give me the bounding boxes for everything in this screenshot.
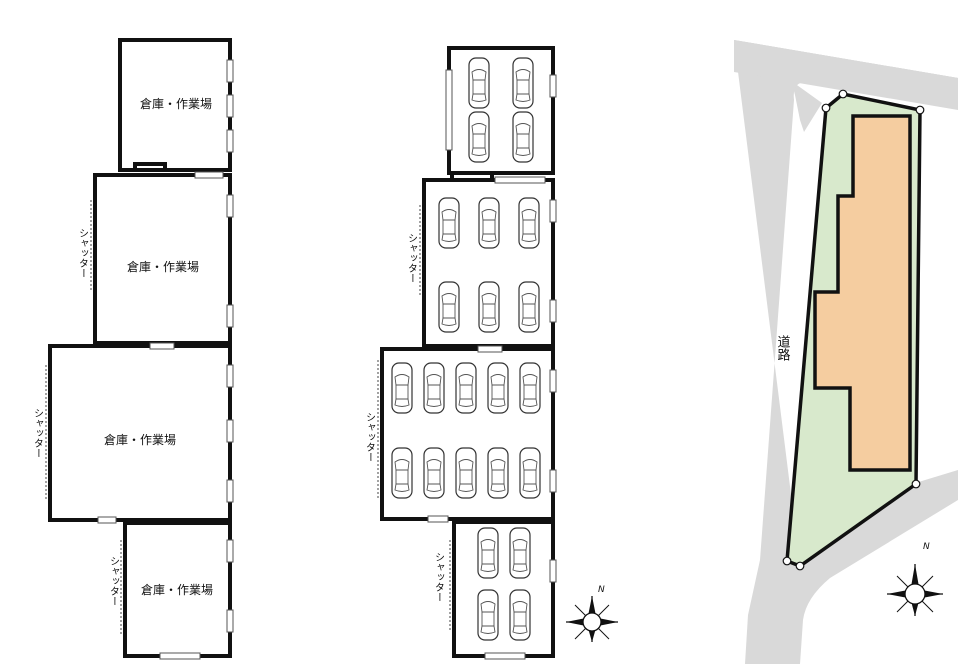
car-icon [478, 197, 500, 249]
shutter-label: シャッター [108, 556, 120, 606]
window [159, 652, 201, 660]
car-icon [509, 589, 531, 641]
shutter-label: シャッター [406, 233, 418, 283]
parking-layout-panel: シャッター シャッター シャッター N [364, 46, 618, 660]
car-icon [468, 111, 490, 163]
shutter-label: シャッター [77, 228, 89, 278]
window [226, 364, 234, 388]
room-label: 倉庫・作業場 [104, 432, 176, 447]
window [484, 652, 526, 660]
step [133, 162, 167, 170]
window [97, 516, 117, 524]
window [445, 69, 453, 151]
window [549, 299, 557, 323]
lot-vertex-marker [838, 89, 848, 99]
compass-rose-icon: N [887, 542, 943, 616]
car-icon [512, 111, 534, 163]
car-icon [519, 362, 541, 414]
parking-room-4 [452, 520, 555, 658]
car-icon [487, 362, 509, 414]
room-label: 倉庫・作業場 [127, 259, 199, 274]
room-1 [118, 38, 232, 172]
north-label: N [598, 585, 605, 595]
car-icon [512, 57, 534, 109]
car-icon [518, 281, 540, 333]
lot-vertex-marker [795, 561, 805, 571]
car-icon [391, 447, 413, 499]
step [450, 171, 494, 180]
room-label: 倉庫・作業場 [141, 582, 213, 597]
room-3 [48, 344, 232, 522]
window [149, 342, 175, 350]
car-icon [423, 362, 445, 414]
car-icon [487, 447, 509, 499]
window [226, 479, 234, 503]
car-icon [455, 447, 477, 499]
shutter-label: シャッター [364, 412, 376, 462]
window [226, 304, 234, 328]
car-icon [423, 447, 445, 499]
window [226, 194, 234, 218]
car-icon [391, 362, 413, 414]
shutter-label: シャッター [32, 408, 44, 458]
window [477, 345, 503, 353]
parking-room-1 [447, 46, 555, 175]
window [226, 94, 234, 118]
car-icon [509, 527, 531, 579]
building-footprint [813, 114, 912, 472]
window [226, 129, 234, 153]
window [549, 369, 557, 393]
compass-rose-icon: N [566, 585, 618, 642]
lot-vertex-marker [911, 479, 921, 489]
car-icon [477, 589, 499, 641]
lot-vertex-marker [782, 556, 792, 566]
car-icon [468, 57, 490, 109]
window [226, 419, 234, 443]
lot-vertex-marker [821, 103, 831, 113]
window [226, 609, 234, 633]
car-icon [519, 447, 541, 499]
window [194, 171, 224, 179]
shutter-label: シャッター [433, 552, 445, 602]
road-top-strip [734, 40, 958, 110]
window [549, 199, 557, 223]
car-group [391, 57, 541, 641]
car-icon [438, 197, 460, 249]
car-icon [455, 362, 477, 414]
window [427, 515, 449, 523]
window [549, 559, 557, 583]
road-label: 道路 [775, 335, 791, 361]
car-icon [478, 281, 500, 333]
lot-vertex-marker [915, 105, 925, 115]
window [226, 539, 234, 563]
window [549, 469, 557, 493]
north-label: N [923, 542, 930, 552]
window [549, 74, 557, 98]
room-label: 倉庫・作業場 [140, 96, 212, 111]
car-icon [518, 197, 540, 249]
window [494, 176, 546, 184]
floor-plan-panel: 倉庫・作業場 倉庫・作業場 倉庫・作業場 倉庫・作業場 シャッター シャッター … [32, 38, 234, 660]
room-2 [93, 173, 232, 345]
car-icon [438, 281, 460, 333]
site-plan-panel: 道路 N [734, 40, 958, 664]
window [226, 59, 234, 83]
car-icon [477, 527, 499, 579]
